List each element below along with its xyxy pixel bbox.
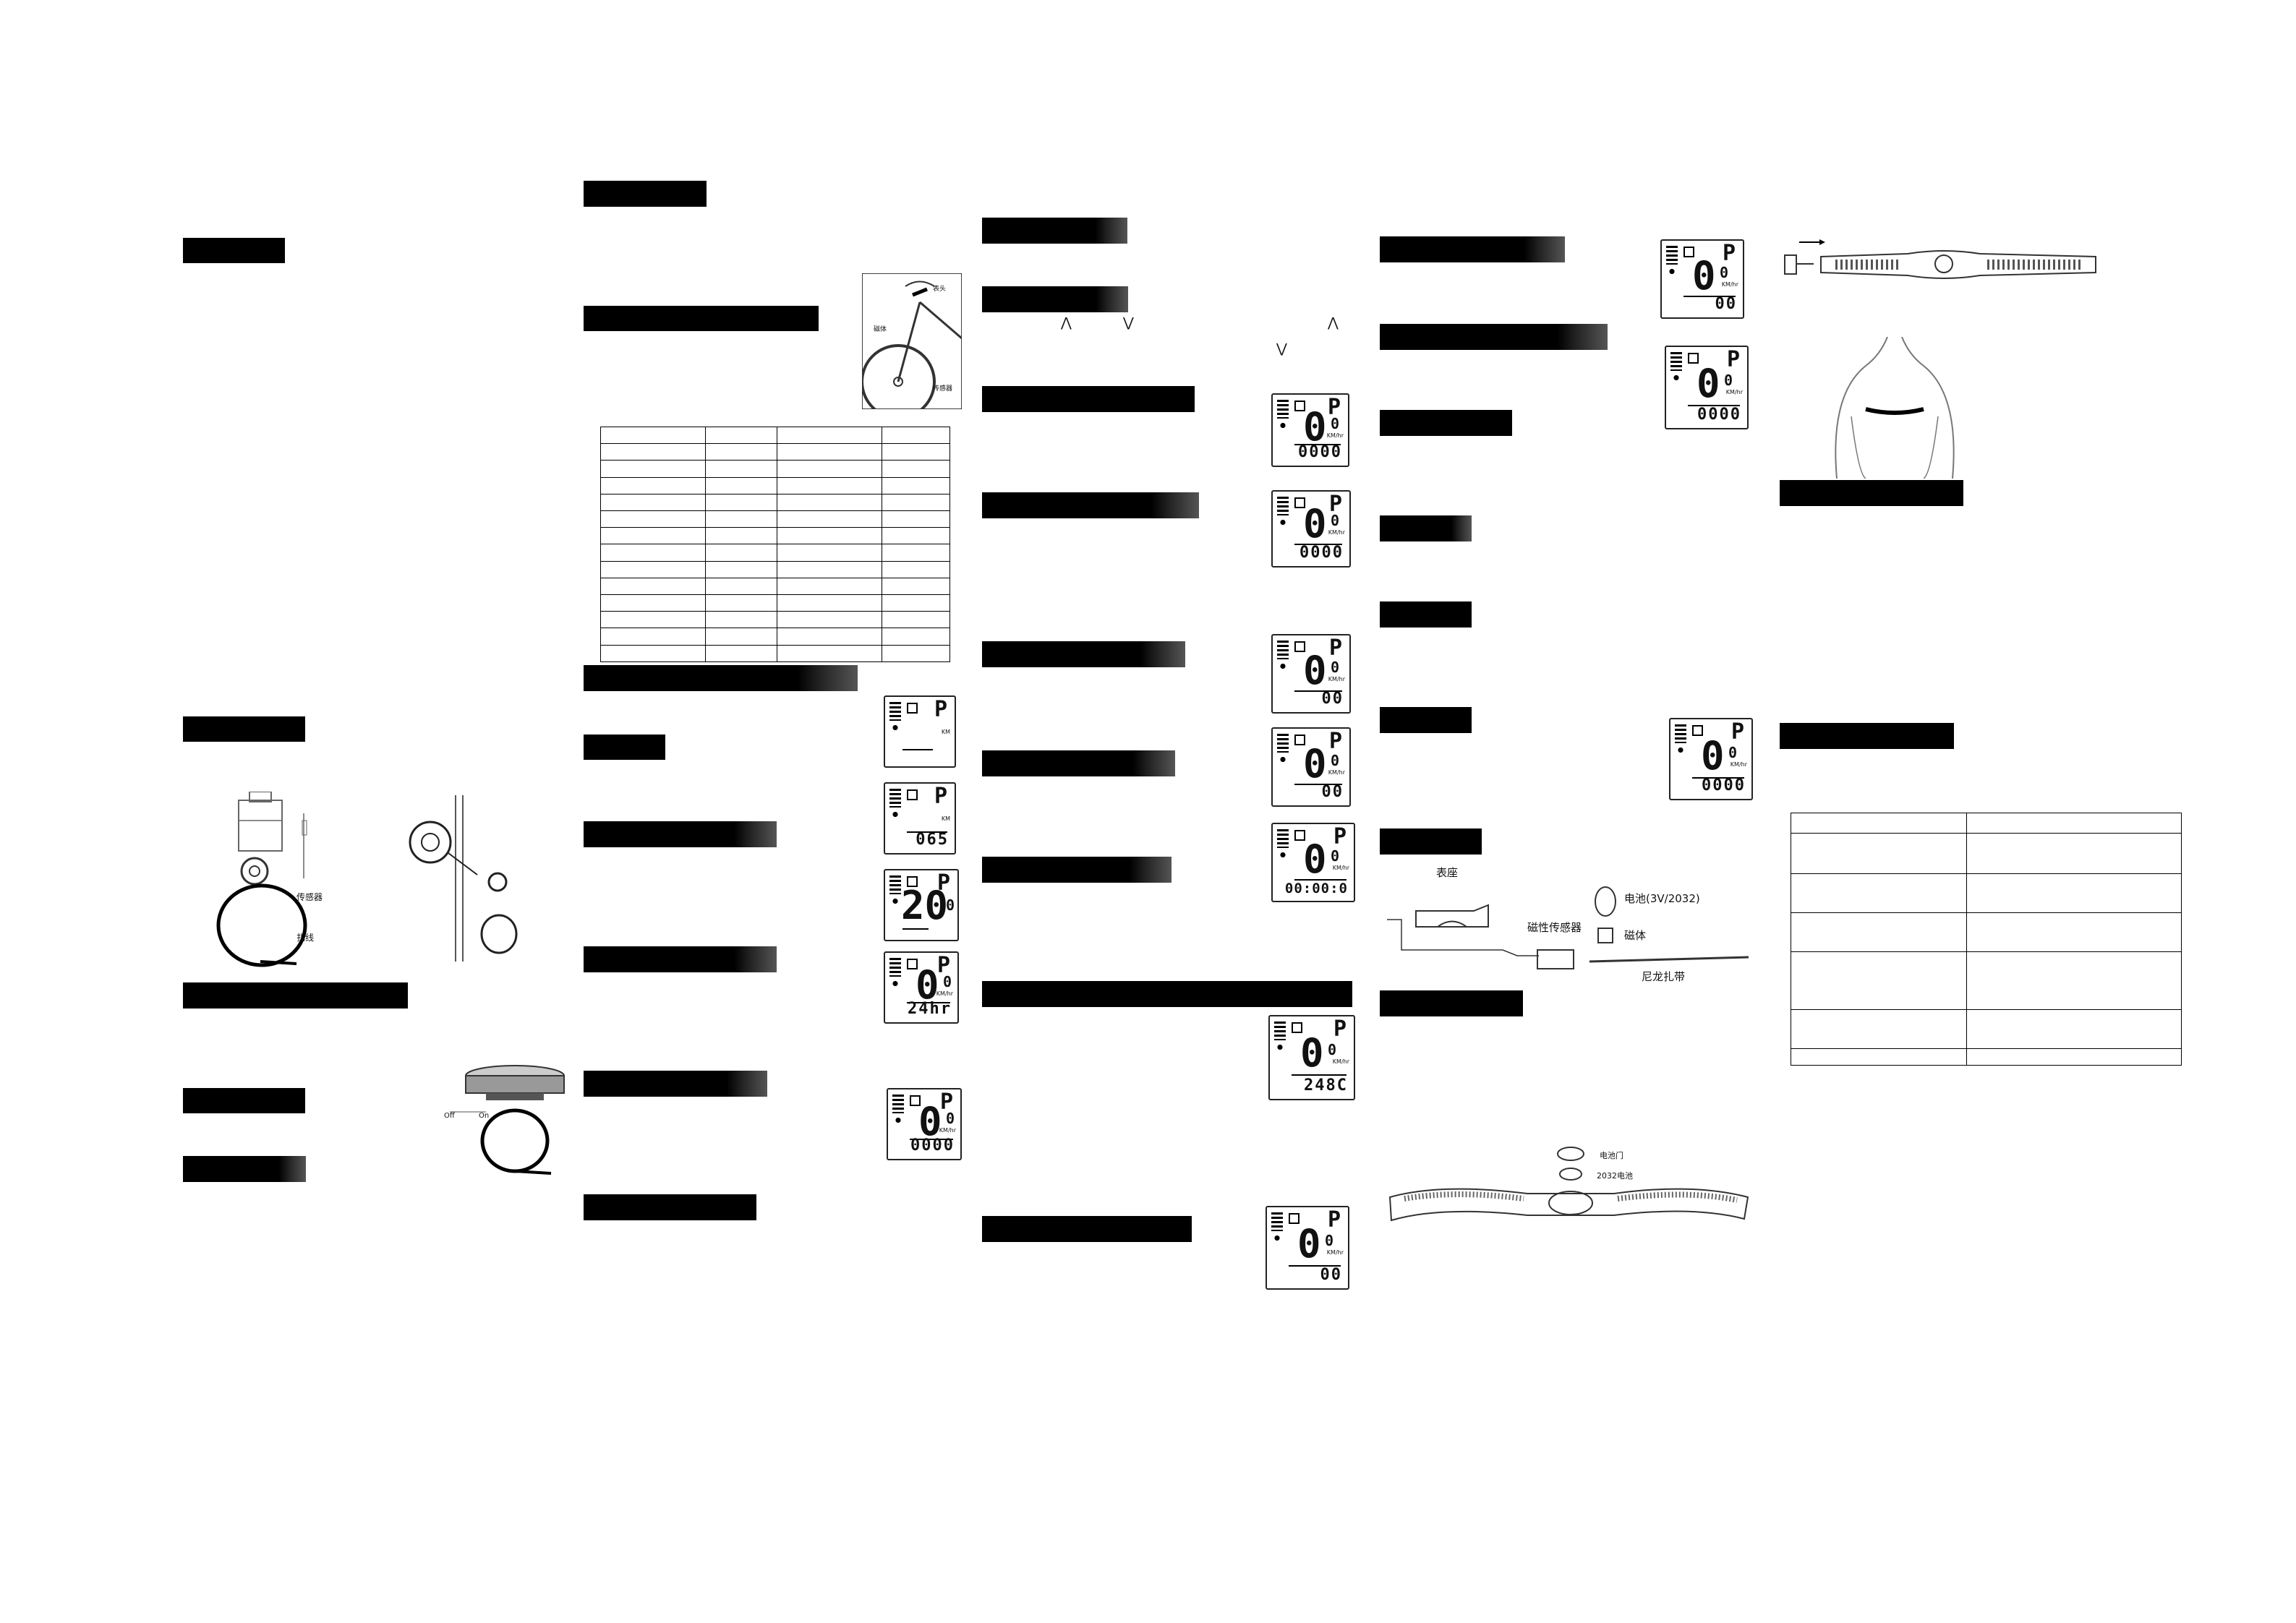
parts-label-tie: 尼龙扎带 — [1642, 970, 1686, 983]
parts-label-magnet: 磁体 — [1624, 929, 1647, 942]
down-button-icon: ⋁ — [1276, 341, 1287, 356]
parts-label-sensor: 磁性传感器 — [1527, 921, 1582, 934]
down-button-icon: ⋁ — [1123, 315, 1134, 330]
computer-mount-diagram — [450, 1065, 565, 1175]
section-heading-bar — [982, 857, 1172, 883]
lcd-display-temperature: P 0 0 KM/hr 248C — [1268, 1015, 1355, 1100]
lcd-display-24hr: P 0 0 KM/hr 24hr — [884, 951, 959, 1024]
section-heading-bar — [982, 641, 1185, 667]
section-heading-bar — [584, 1194, 756, 1220]
section-heading-bar — [584, 946, 777, 972]
section-heading-bar — [183, 716, 305, 742]
section-heading-bar — [1380, 707, 1472, 733]
spec-table — [1791, 813, 2182, 1066]
section-heading-bar — [584, 181, 707, 207]
section-heading-bar — [183, 238, 285, 263]
bike-label-sensor: 传感器 — [933, 385, 953, 393]
lcd-display-dst: P 0 0 KM/hr 0000 — [1271, 490, 1351, 568]
lcd-display-20: P 20 0 — [884, 869, 959, 941]
bike-label-magnet: 磁体 — [874, 326, 887, 333]
mount-label-off: Off — [444, 1112, 455, 1120]
magnet-label-sensor: 传感器 — [296, 892, 323, 902]
mount-label-on: On — [479, 1112, 490, 1120]
lcd-display-trip: P 0 0 KM/hr 0000 — [1271, 393, 1349, 467]
lcd-display-col4-top: P 0 0 KM/hr 00 — [1660, 239, 1744, 319]
section-heading-bar — [1380, 828, 1482, 855]
section-heading-bar — [1380, 324, 1608, 350]
up-button-icon: ⋀ — [1061, 315, 1072, 330]
section-heading-bar — [982, 981, 1352, 1007]
wheel-size-table — [600, 426, 950, 663]
section-heading-bar — [584, 665, 858, 691]
lcd-display-time: P 0 0 KM/hr 00:00:0 — [1271, 823, 1355, 902]
bike-sensor-diagram — [862, 273, 962, 409]
section-heading-bar — [1780, 480, 1963, 506]
lcd-display-odometer: P 0 0 KM/hr 0000 — [887, 1088, 962, 1160]
lcd-display-calorie: P 0 0 KM/hr 00 — [1266, 1206, 1349, 1290]
lcd-display-km-blank: P KM — [884, 695, 956, 768]
strap-label-battery: 2032电池 — [1597, 1171, 1633, 1181]
strap-label-battery-door: 电池门 — [1600, 1151, 1623, 1160]
section-heading-bar — [982, 1216, 1192, 1242]
section-heading-bar — [1780, 723, 1954, 749]
lcd-display-avg: P 0 0 KM/hr 00 — [1271, 727, 1351, 807]
section-heading-bar — [183, 1088, 305, 1113]
section-heading-bar — [584, 1071, 767, 1097]
section-heading-bar — [1380, 990, 1523, 1016]
magnet-label-tie: 扎线 — [296, 933, 315, 943]
section-heading-bar — [584, 735, 665, 760]
chest-strap-diagram — [1388, 1147, 1749, 1222]
parts-list-diagram — [1387, 886, 1749, 969]
section-heading-bar — [584, 821, 777, 847]
chest-strap-top-diagram — [1784, 239, 2096, 279]
section-heading-bar — [584, 306, 819, 331]
section-heading-bar — [1380, 410, 1512, 436]
section-heading-bar — [982, 386, 1195, 412]
section-heading-bar — [982, 750, 1175, 776]
section-heading-bar — [982, 286, 1128, 312]
lcd-display-col4-dst: P 0 0 KM/hr 0000 — [1665, 346, 1749, 429]
lcd-display-wheel: P KM 065 — [884, 782, 956, 855]
spoke-magnet-diagram — [409, 795, 518, 962]
wearing-strap-diagram — [1835, 337, 1955, 479]
section-heading-bar — [1380, 236, 1565, 262]
parts-label-watch-base: 表座 — [1436, 866, 1459, 879]
section-heading-bar — [183, 1156, 306, 1182]
section-heading-bar — [982, 492, 1199, 518]
lcd-display-col4-bottom: P 0 0 KM/hr 0000 — [1669, 718, 1753, 800]
section-heading-bar — [1380, 515, 1472, 541]
magnet-install-diagram — [216, 792, 307, 967]
lcd-display-max: P 0 0 KM/hr 00 — [1271, 634, 1351, 714]
up-button-icon: ⋀ — [1328, 315, 1339, 330]
section-heading-bar — [1380, 601, 1472, 628]
parts-label-battery: 电池(3V/2032) — [1624, 892, 1700, 905]
section-heading-bar — [982, 218, 1127, 244]
bike-label-head: 表头 — [933, 286, 947, 293]
section-heading-bar — [183, 982, 408, 1009]
